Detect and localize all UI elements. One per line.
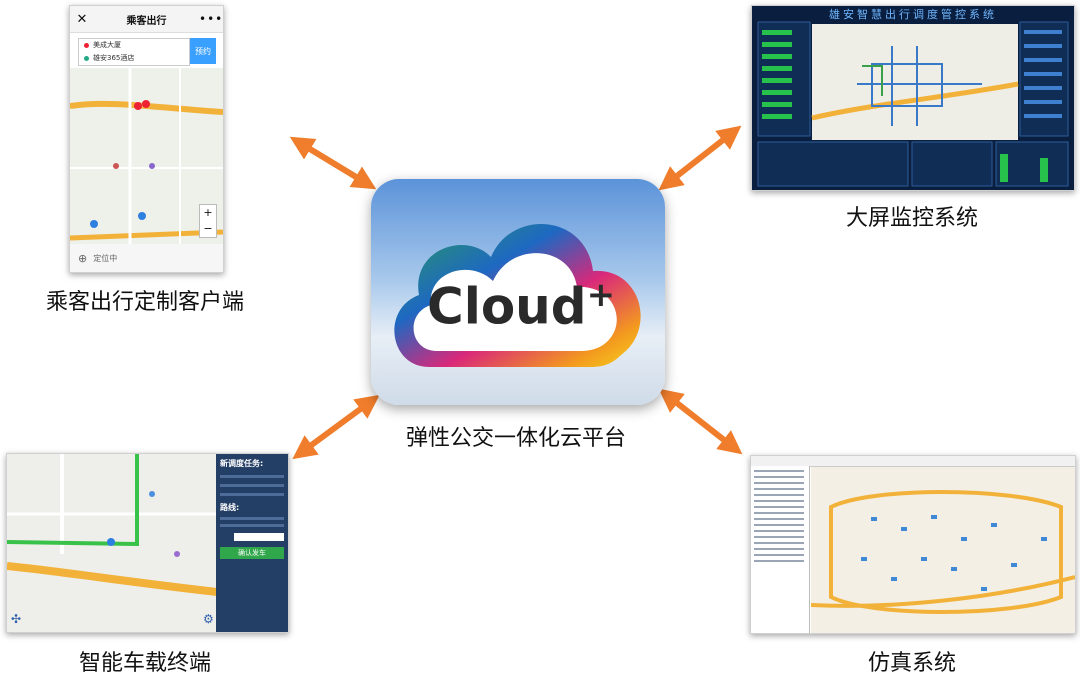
settings-icon[interactable]: ⚙: [203, 612, 214, 626]
passenger-label: 乘客出行定制客户端: [45, 290, 244, 315]
monitor-label: 大屏监控系统: [845, 206, 978, 231]
logo-plus: +: [586, 275, 616, 315]
screen-title: 雄安智慧出行调度管控系统: [829, 8, 997, 21]
phone-map[interactable]: [70, 68, 223, 246]
sim-map[interactable]: [811, 467, 1075, 633]
book-button[interactable]: 预约: [190, 38, 216, 64]
cloud-graphic: [394, 223, 641, 367]
passenger-app-screenshot: ✕ 乘客出行 ••• 美成大厦 雄安365酒店 预约 +− ⊕ 定位中: [69, 5, 224, 273]
terminal-screenshot: ✣ ⚙ 新调度任务: 路线: 确认发车: [6, 453, 289, 633]
map-pin-icon: [134, 102, 142, 110]
monitor-graphic: [757, 21, 1069, 187]
arrow-terminal: [292, 394, 380, 460]
simulation-label: 仿真系统: [867, 651, 956, 676]
cloud-logo-text: Cloud+: [427, 275, 615, 336]
sim-list-lines: [754, 470, 804, 562]
route-inputs: 美成大厦 雄安365酒店: [78, 38, 190, 66]
simulation-screenshot: [750, 455, 1076, 634]
logo-word: Cloud: [427, 277, 587, 336]
route-title: 路线:: [220, 503, 240, 512]
locate-icon[interactable]: ⊕: [78, 251, 88, 265]
center-label: 弹性公交一体化云平台: [405, 426, 626, 451]
zoom-control[interactable]: +−: [199, 204, 217, 238]
compass-icon[interactable]: ✣: [11, 612, 22, 626]
monitor-screenshot: 雄安智慧出行调度管控系统: [751, 5, 1075, 191]
confirm-button[interactable]: 确认发车: [220, 547, 284, 559]
terminal-label: 智能车载终端: [78, 651, 211, 676]
arrow-simulation: [658, 388, 743, 455]
arrow-monitor: [658, 125, 742, 191]
terminal-map[interactable]: [7, 454, 217, 632]
panel-title: 新调度任务:: [220, 459, 264, 468]
cloud-platform-icon: Cloud+: [371, 179, 665, 405]
arrow-passenger: [289, 136, 377, 190]
close-icon[interactable]: ✕: [76, 11, 88, 27]
to-field[interactable]: 雄安365酒店: [79, 52, 189, 65]
more-icon[interactable]: •••: [199, 12, 224, 26]
location-status: 定位中: [93, 253, 118, 263]
app-header: ✕ 乘客出行 •••: [70, 6, 223, 33]
dispatch-panel: 新调度任务: 路线: 确认发车: [216, 454, 288, 632]
phone-footer: ⊕ 定位中: [70, 244, 223, 272]
sim-toolbar: [751, 456, 1075, 467]
from-field[interactable]: 美成大厦: [79, 39, 189, 52]
sim-event-list[interactable]: [751, 466, 810, 633]
app-title: 乘客出行: [126, 15, 167, 27]
